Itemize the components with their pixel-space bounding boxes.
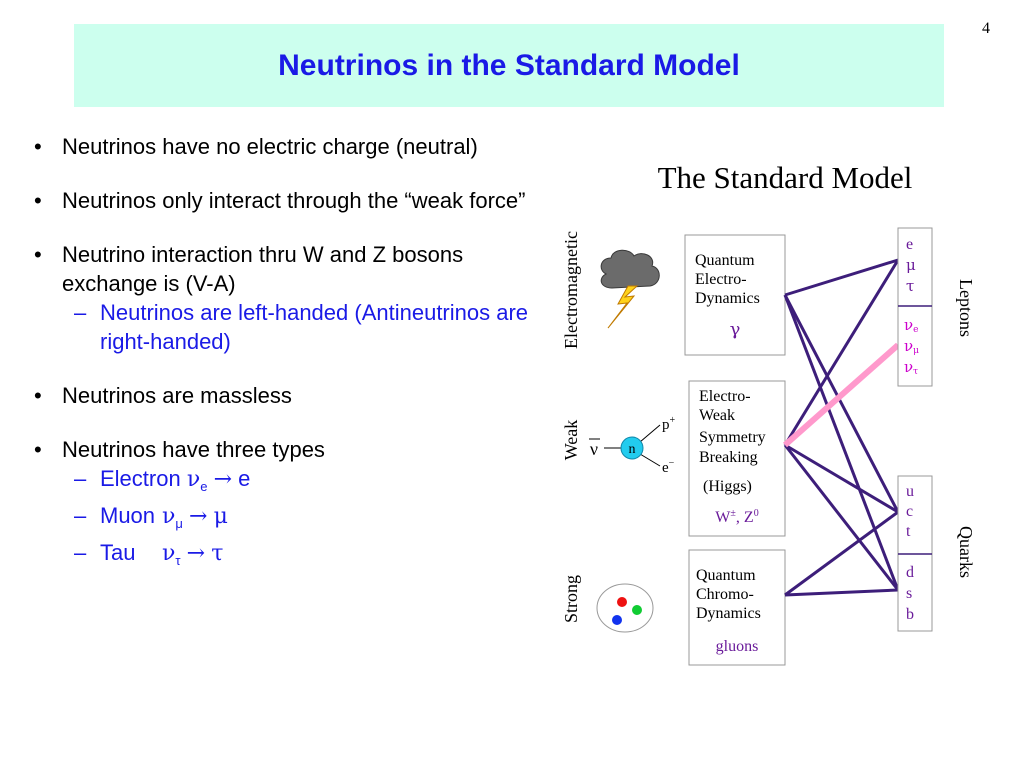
line-ew-up bbox=[784, 443, 899, 514]
slide-title: Neutrinos in the Standard Model bbox=[278, 48, 740, 82]
force-label-strong: Strong bbox=[561, 575, 581, 623]
standard-model-diagram: The Standard Model Electromagnetic Weak … bbox=[561, 160, 976, 666]
ew-line-2: Weak bbox=[699, 407, 735, 424]
qcd-line-2: Chromo- bbox=[696, 586, 754, 603]
sub-bullet-electron: Electron νe → e bbox=[34, 464, 534, 501]
line-ew-down bbox=[783, 444, 900, 591]
nu-subscript: τ bbox=[913, 367, 918, 377]
nu-subscript: τ bbox=[175, 553, 181, 568]
quarks-label: Quarks bbox=[956, 526, 976, 578]
line-ew-leptons bbox=[783, 259, 900, 446]
line-qcd-down bbox=[784, 588, 899, 597]
nu-symbol: ν bbox=[186, 467, 201, 492]
diagram-title: The Standard Model bbox=[658, 160, 913, 195]
bullet-no-charge: Neutrinos have no electric charge (neutr… bbox=[34, 132, 534, 161]
electron-label: e− bbox=[662, 458, 675, 476]
qed-line-2: Electro- bbox=[695, 271, 747, 288]
qcd-line-3: Dynamics bbox=[696, 605, 761, 622]
type-name: Electron bbox=[100, 466, 181, 491]
bullet-massless: Neutrinos are massless bbox=[34, 381, 534, 410]
leptons-label: Leptons bbox=[956, 279, 976, 337]
ew-line-3: Symmetry bbox=[699, 429, 766, 446]
bullet-weak-force: Neutrinos only interact through the “wea… bbox=[34, 186, 534, 215]
tau-symbol: τ bbox=[906, 277, 914, 295]
nu-subscript: e bbox=[913, 325, 918, 335]
qed-line-3: Dynamics bbox=[695, 290, 760, 307]
svg-text:νμ: νμ bbox=[904, 337, 919, 356]
nu-symbol: ν bbox=[904, 358, 913, 376]
quark-d: d bbox=[906, 564, 914, 581]
arrow-icon: → bbox=[189, 504, 208, 529]
gluons-label: gluons bbox=[716, 638, 759, 655]
lepton-symbol: μ bbox=[213, 504, 228, 529]
quark-s: s bbox=[906, 585, 912, 602]
nu-subscript: μ bbox=[913, 346, 919, 356]
bullet-list: Neutrinos have no electric charge (neutr… bbox=[34, 132, 534, 575]
antineutrino-label: ν bbox=[590, 439, 598, 459]
quark-u: u bbox=[906, 483, 914, 500]
force-label-weak: Weak bbox=[561, 420, 581, 461]
line-qcd-up bbox=[784, 510, 899, 597]
quark-b: b bbox=[906, 606, 914, 623]
photon-symbol: γ bbox=[730, 319, 741, 340]
neutrino-symbols: νe νμ ντ bbox=[904, 316, 919, 377]
proton-label: p+ bbox=[662, 415, 676, 433]
title-bar: Neutrinos in the Standard Model bbox=[74, 24, 944, 107]
nu-symbol: ν bbox=[904, 337, 913, 355]
bullet-three-types: Neutrinos have three types bbox=[34, 435, 534, 464]
lepton-box bbox=[897, 227, 933, 387]
quark-t: t bbox=[906, 523, 911, 540]
slide-number: 4 bbox=[982, 20, 990, 37]
lepton-symbol: τ bbox=[211, 541, 224, 566]
ew-line-1: Electro- bbox=[699, 388, 751, 405]
interaction-lines bbox=[783, 258, 900, 597]
nu-symbol: ν bbox=[904, 316, 913, 334]
hadron-icon bbox=[596, 583, 654, 633]
electron-symbol: e bbox=[906, 236, 913, 253]
svg-text:ντ: ντ bbox=[904, 358, 918, 377]
higgs-label: (Higgs) bbox=[703, 478, 752, 495]
ew-line-4: Breaking bbox=[699, 449, 758, 466]
force-label-em: Electromagnetic bbox=[561, 231, 581, 349]
neutron-label: n bbox=[629, 442, 636, 457]
lepton-symbol: e bbox=[238, 466, 251, 491]
arrow-icon: → bbox=[213, 467, 233, 492]
nu-symbol: ν bbox=[162, 541, 176, 566]
line-qed-down bbox=[783, 294, 900, 591]
svg-text:νe: νe bbox=[904, 316, 918, 335]
qed-box bbox=[684, 234, 786, 356]
qcd-box bbox=[688, 549, 786, 666]
type-name: Muon bbox=[100, 503, 156, 528]
arrow-icon: → bbox=[186, 541, 206, 566]
qed-line-1: Quantum bbox=[695, 252, 755, 269]
line-ew-neutrinos bbox=[783, 342, 900, 448]
nu-symbol: ν bbox=[162, 504, 176, 529]
muon-symbol: μ bbox=[906, 256, 916, 274]
type-name: Tau bbox=[100, 540, 136, 565]
w-z-bosons: W±, Z0 bbox=[715, 508, 758, 526]
qcd-line-1: Quantum bbox=[696, 567, 756, 584]
storm-cloud-icon bbox=[600, 249, 660, 329]
nu-subscript: μ bbox=[175, 516, 183, 531]
nu-subscript: e bbox=[200, 479, 208, 494]
bullet-va: Neutrino interaction thru W and Z bosons… bbox=[34, 240, 534, 298]
sub-bullet-left-handed: Neutrinos are left-handed (Antineutrinos… bbox=[34, 298, 534, 356]
line-qed-leptons bbox=[784, 258, 899, 297]
electroweak-box bbox=[688, 380, 786, 537]
line-qed-up bbox=[783, 294, 900, 513]
weak-decay-icon: n ν p+ e− bbox=[589, 415, 676, 476]
quark-c: c bbox=[906, 503, 913, 520]
